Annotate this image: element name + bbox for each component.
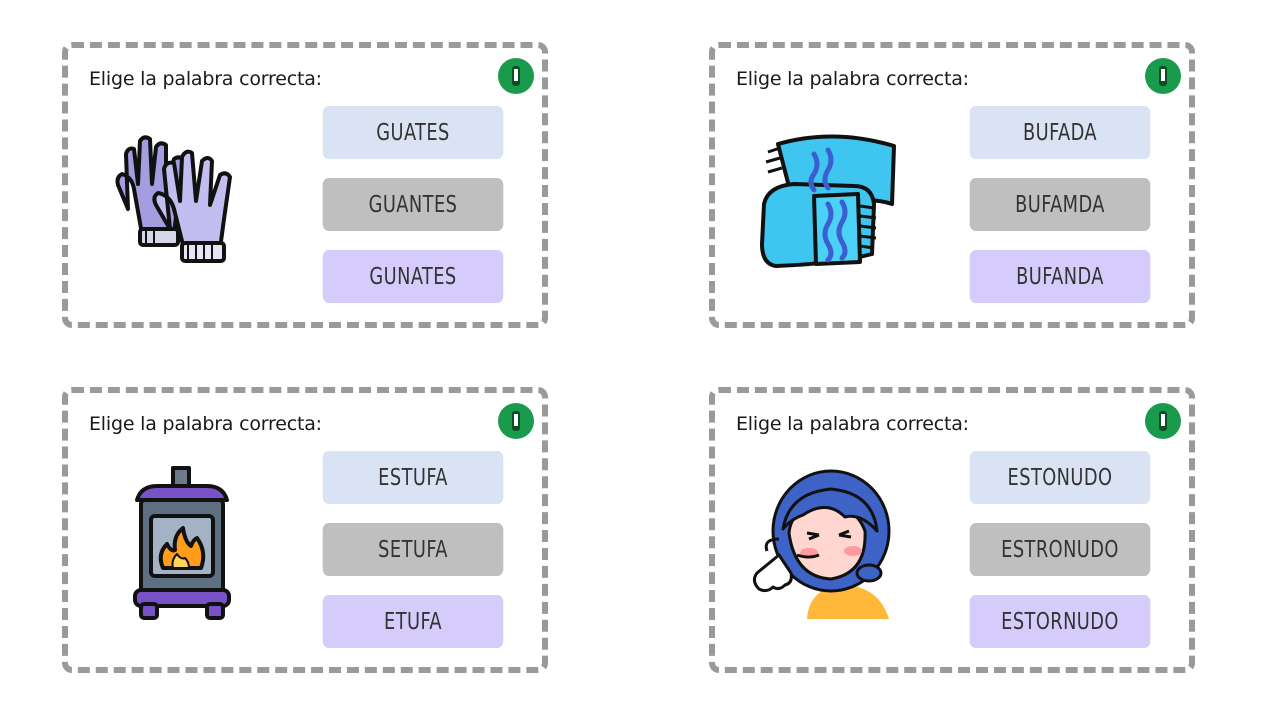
brand-logo-icon [1145, 58, 1181, 94]
quiz-card-sneeze: Elige la palabra correcta: ESTONUDO ES [709, 387, 1195, 673]
gloves-icon [102, 114, 262, 284]
scarf-icon [749, 114, 909, 284]
brand-logo-icon [498, 403, 534, 439]
brand-logo-icon [498, 58, 534, 94]
option-button[interactable]: BUFAMDA [969, 178, 1151, 231]
sneeze-icon [749, 459, 909, 629]
option-button[interactable]: GUNATES [322, 250, 504, 303]
quiz-card-scarf: Elige la palabra correcta: BUFADA BUFAMD… [709, 42, 1195, 328]
quiz-card-stove: Elige la palabra correcta: ESTUFA SETUFA… [62, 387, 548, 673]
option-button[interactable]: GUATES [322, 106, 504, 159]
option-button[interactable]: ESTONUDO [969, 451, 1151, 504]
brand-logo-icon [1145, 403, 1181, 439]
card-title: Elige la palabra correcta: [736, 68, 969, 90]
card-title: Elige la palabra correcta: [89, 68, 322, 90]
card-title: Elige la palabra correcta: [89, 413, 322, 435]
option-button[interactable]: ESTUFA [322, 451, 504, 504]
option-button[interactable]: ESTORNUDO [969, 595, 1151, 648]
option-button[interactable]: GUANTES [322, 178, 504, 231]
quiz-card-gloves: Elige la palabra correcta: GUATES GUANTE… [62, 42, 548, 328]
option-button[interactable]: SETUFA [322, 523, 504, 576]
option-button[interactable]: BUFADA [969, 106, 1151, 159]
option-button[interactable]: ETUFA [322, 595, 504, 648]
option-button[interactable]: ESTRONUDO [969, 523, 1151, 576]
stove-icon [102, 459, 262, 629]
card-title: Elige la palabra correcta: [736, 413, 969, 435]
option-button[interactable]: BUFANDA [969, 250, 1151, 303]
